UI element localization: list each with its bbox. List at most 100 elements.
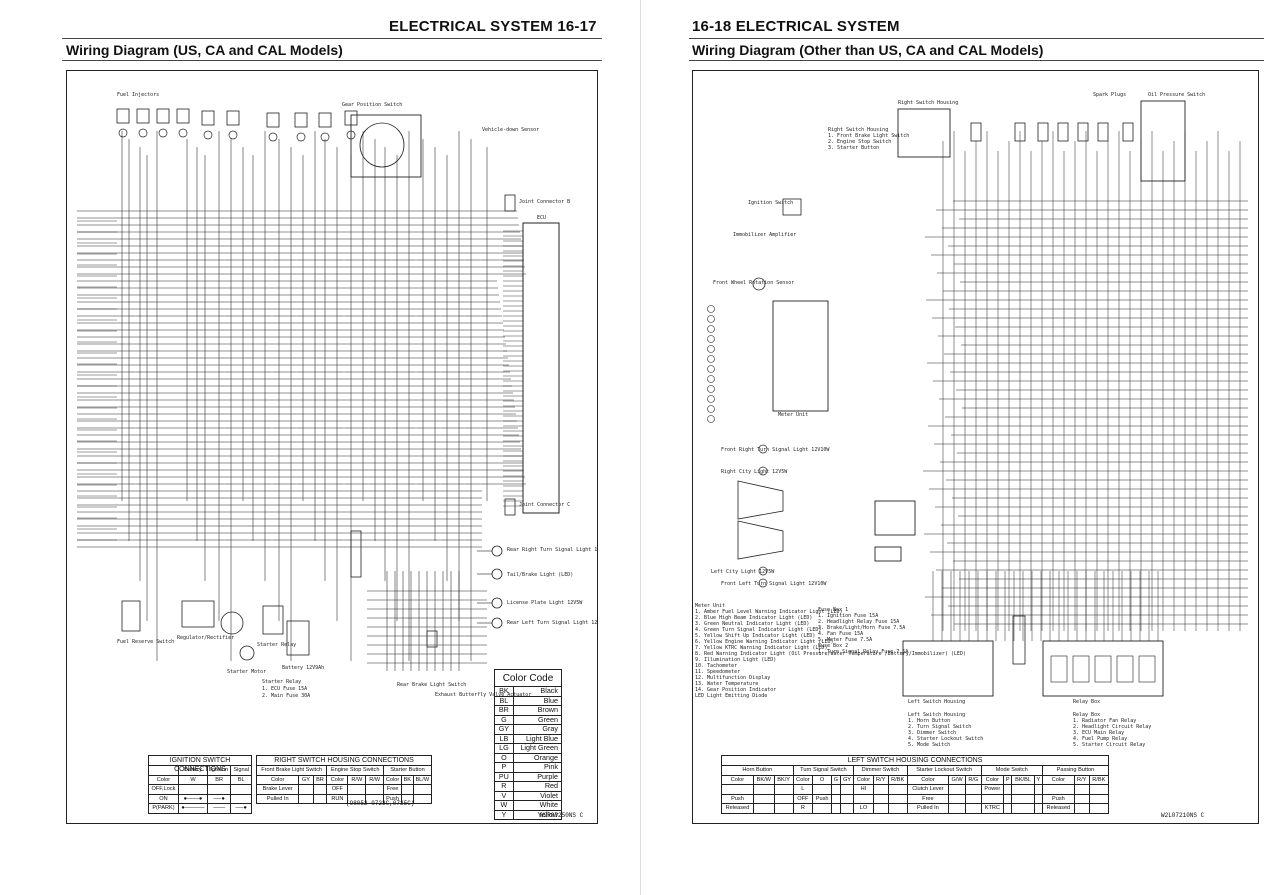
color-name: Red bbox=[512, 781, 563, 792]
ls-row3-cell: LO bbox=[853, 803, 874, 814]
ls-row1-cell bbox=[872, 784, 889, 795]
label-gear-position-switch: Gear Position Switch bbox=[342, 102, 402, 108]
label-left-switch-housing: Left Switch Housing bbox=[908, 699, 965, 705]
note-relay-box: 1. Radiator Fan Relay bbox=[1073, 718, 1136, 724]
note-right-switch: 1. Front Brake Light Switch bbox=[828, 133, 909, 139]
ls-color-cell: Color bbox=[792, 774, 814, 785]
meter-indicator bbox=[707, 335, 715, 343]
ls-group-passing: Passing Button bbox=[1041, 765, 1110, 776]
subtitle-rule bbox=[62, 60, 602, 61]
note-meter-unit: 8. Red Warning Indicator Light (Oil Pres… bbox=[695, 651, 966, 657]
color-code-title: Color Code bbox=[494, 669, 562, 687]
ls-color-cell: BK/Y bbox=[773, 774, 794, 785]
label-front-left-turn: Front Left Turn Signal Light 12V10W bbox=[721, 581, 827, 587]
note-relay-box: 5. Starter Circuit Relay bbox=[1073, 742, 1145, 748]
ls-color-cell: O bbox=[812, 774, 833, 785]
ls-color-cell: BK/W bbox=[752, 774, 775, 785]
rs-color-cell: R/W bbox=[365, 774, 385, 785]
sensor-symbol bbox=[268, 132, 278, 142]
right-page: 16-18 ELECTRICAL SYSTEM Wiring Diagram (… bbox=[640, 0, 1280, 895]
ls-row2-cell: Push bbox=[812, 793, 833, 804]
color-name: Brown bbox=[512, 705, 563, 716]
ecu-block bbox=[522, 222, 560, 514]
ign-h0 bbox=[148, 765, 179, 776]
note-meter-unit: 5. Yellow Shift Up Indicator Light (LED) bbox=[695, 633, 815, 639]
label-rear-left-turn: Rear Left Turn Signal Light 12V10W bbox=[507, 620, 597, 626]
turn-signal-relay bbox=[1012, 615, 1026, 665]
right-page-subtitle: Wiring Diagram (Other than US, CA and CA… bbox=[692, 42, 1044, 58]
starter-motor bbox=[239, 645, 255, 661]
note-fuse-box: Fuse Box 1 bbox=[818, 607, 848, 613]
note-ecu-fuse: 1. ECU Fuse 15A bbox=[262, 686, 307, 692]
label-right-switch-housing: Right Switch Housing bbox=[898, 100, 958, 106]
note-right-switch: Right Switch Housing bbox=[828, 127, 888, 133]
ls-row1-cell bbox=[839, 784, 855, 795]
ls-row1-cell bbox=[1073, 784, 1090, 795]
rs-row2-cell: Pulled In bbox=[255, 793, 300, 804]
ls-row1-cell: Clutch Lever bbox=[906, 784, 950, 795]
component-connector bbox=[156, 108, 170, 124]
label-left-city: Left City Light 12V5W bbox=[711, 569, 775, 575]
component-connector bbox=[226, 110, 240, 126]
rs-color-cell: BL/W bbox=[412, 774, 433, 785]
ign-s2: BR bbox=[206, 774, 232, 785]
relay bbox=[1094, 655, 1112, 683]
color-abbrev: R bbox=[494, 781, 514, 792]
note-meter-unit: 3. Green Neutral Indicator Light (LED) bbox=[695, 621, 809, 627]
sensor-symbol bbox=[158, 128, 168, 138]
ls-color-cell: Y bbox=[1033, 774, 1043, 785]
fuse-box-2 bbox=[874, 546, 902, 562]
ls-row3-cell: Released bbox=[1041, 803, 1075, 814]
note-left-switch: 4. Starter Lockout Switch bbox=[908, 736, 983, 742]
ls-row2-cell: OFF bbox=[792, 793, 814, 804]
note-right-switch: 3. Starter Button bbox=[828, 145, 879, 151]
label-joint-connector-b: Joint Connector B bbox=[519, 199, 570, 205]
note-fuse-box: Fuse Box 2 bbox=[818, 643, 848, 649]
ls-row1-cell: HI bbox=[853, 784, 874, 795]
color-name: Gray bbox=[512, 724, 563, 735]
lamp-symbol bbox=[491, 597, 503, 609]
headlight-low bbox=[737, 480, 784, 520]
color-abbrev: BK bbox=[494, 686, 514, 697]
label-right-city: Right City Light 12V5W bbox=[721, 469, 788, 475]
color-abbrev: Y bbox=[494, 809, 514, 820]
ign-s1: W bbox=[177, 774, 209, 785]
ign-h3: Signal bbox=[230, 765, 252, 776]
right-figure-code: W2L07210NS C bbox=[1161, 812, 1205, 819]
rs-row1-cell: Free bbox=[383, 784, 403, 795]
ls-row3-cell bbox=[872, 803, 889, 814]
label-tail-brake: Tail/Brake Light (LED) bbox=[507, 572, 573, 578]
ls-row3-cell bbox=[1073, 803, 1090, 814]
ls-color-cell: R/BK bbox=[1088, 774, 1110, 785]
ls-row2-cell bbox=[853, 793, 874, 804]
rs-row1-cell bbox=[298, 784, 314, 795]
right-switch-table-title: RIGHT SWITCH HOUSING CONNECTIONS bbox=[256, 755, 432, 765]
lamp-symbol bbox=[491, 568, 503, 580]
sensor-symbol bbox=[296, 132, 306, 142]
note-meter-unit: 6. Yellow Engine Warning Indicator Light… bbox=[695, 639, 833, 645]
ls-color-cell: BK/BL bbox=[1011, 774, 1035, 785]
component-connector bbox=[294, 112, 308, 128]
ls-row3-cell: R bbox=[792, 803, 814, 814]
joint-connector bbox=[426, 630, 438, 648]
ls-row3-cell bbox=[1088, 803, 1110, 814]
label-relay-box: Relay Box bbox=[1073, 699, 1100, 705]
label-meter-unit: Meter Unit bbox=[778, 412, 808, 418]
note-left-switch: Left Switch Housing bbox=[908, 712, 965, 718]
ls-color-cell: R/Y bbox=[872, 774, 889, 785]
label-ignition-switch: Ignition Switch bbox=[748, 200, 793, 206]
relay bbox=[1138, 655, 1156, 683]
left-figure-code: W2R07250NS C bbox=[540, 812, 584, 819]
sensor-symbol bbox=[228, 130, 238, 140]
label-battery: Battery 12V9Ah bbox=[282, 665, 324, 671]
color-name: Pink bbox=[512, 762, 563, 773]
ign-row-off: OFF,Lock bbox=[148, 784, 179, 795]
rs-row1-cell: OFF bbox=[326, 784, 349, 795]
ls-row2-cell bbox=[773, 793, 794, 804]
joint-connector bbox=[504, 498, 516, 516]
